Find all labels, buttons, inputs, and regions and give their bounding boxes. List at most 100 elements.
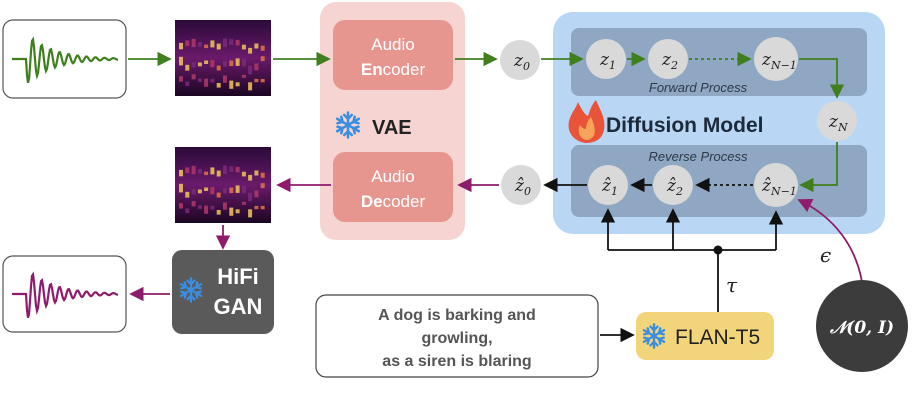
- spectrogram-streak: [179, 183, 183, 193]
- spectrogram-streak: [229, 80, 234, 89]
- audio-decoder-box: [333, 152, 453, 222]
- spectrogram-streak: [254, 190, 259, 198]
- noise-label: 𝒩(0, I): [829, 318, 894, 338]
- output-waveform: [12, 271, 119, 319]
- spectrogram-streak: [254, 205, 259, 210]
- input-spectrogram: [175, 20, 271, 96]
- node-z1-label: z1: [599, 50, 616, 72]
- spectrogram-streak: [191, 189, 196, 195]
- spectrogram-streak: [197, 62, 202, 67]
- spectrogram-streak: [216, 65, 221, 71]
- spectrogram-streak: [204, 205, 209, 214]
- spectrogram-streak: [260, 56, 265, 62]
- diffusion-model-label: Diffusion Model: [606, 114, 763, 137]
- node-hat-z2: [653, 165, 693, 205]
- tau-junction-dot: [713, 245, 723, 255]
- audio-encoder-line1: Audio: [371, 35, 414, 54]
- spectrogram-streak: [185, 40, 190, 47]
- spectrogram-streak: [223, 61, 227, 67]
- spectrogram-streak: [197, 78, 202, 82]
- text-prompt-line3: as a siren is blaring: [382, 353, 531, 370]
- output-spectrogram: [175, 147, 271, 223]
- node-hat-z0: [501, 165, 541, 205]
- spectrogram-streak: [254, 78, 259, 83]
- spectrogram-streak: [241, 44, 246, 50]
- node-hat-z0-label: ẑ0: [514, 176, 531, 198]
- spectrogram-streak: [216, 192, 221, 198]
- spectrogram-streak: [241, 74, 246, 78]
- node-zN-label: zN: [828, 112, 848, 134]
- spectrogram-streak: [248, 82, 253, 91]
- reverse-process-label: Reverse Process: [649, 149, 748, 164]
- spectrogram-streak: [216, 170, 221, 177]
- spectrogram-streak: [197, 42, 202, 47]
- node-zN-1-label: zN−1: [761, 50, 797, 72]
- audio-decoder-line1: Audio: [371, 167, 414, 186]
- spectrogram-streak: [260, 172, 265, 178]
- text-prompt-line1: A dog is barking and: [378, 307, 536, 324]
- spectrogram-streak: [210, 187, 215, 195]
- forward-process-panel: [571, 28, 867, 96]
- spectrogram-streak: [235, 185, 240, 193]
- spectrogram-streak: [204, 60, 209, 64]
- spectrogram-streak: [254, 43, 259, 49]
- spectrogram-streak: [216, 210, 221, 215]
- spectrogram-streak: [241, 171, 246, 177]
- spectrogram-streak: [210, 60, 215, 68]
- spectrogram-streak: [204, 44, 209, 49]
- spectrogram-streak: [185, 191, 190, 198]
- spectrogram-streak: [248, 47, 253, 54]
- spectrogram-streak: [223, 202, 227, 210]
- flame-icon: [568, 100, 605, 143]
- node-z1: [586, 39, 626, 79]
- spectrogram-streak: [191, 74, 196, 80]
- spectrogram-streak: [191, 165, 196, 175]
- spectrogram-streak: [223, 165, 227, 175]
- spectrogram-streak: [248, 65, 253, 75]
- spectrogram-streak: [260, 183, 265, 189]
- spectrogram-streak: [210, 167, 215, 175]
- flan-t5-box: [636, 312, 774, 360]
- spectrogram-streak: [191, 62, 196, 68]
- spectrogram-streak: [216, 43, 221, 50]
- arrow-zN-1-to-zN: [799, 58, 845, 99]
- hifigan-line2: GAN: [214, 294, 263, 319]
- reverse-process-panel: [571, 145, 867, 217]
- spectrogram-streak: [248, 192, 253, 202]
- spectrogram-streak: [260, 45, 265, 51]
- spectrogram-streak: [179, 42, 183, 50]
- flan-t5-label: FLAN-T5: [675, 326, 760, 349]
- spectrogram-streak: [185, 81, 190, 86]
- spectrogram-streak: [229, 39, 234, 45]
- audio-encoder-box: [333, 20, 453, 90]
- spectrogram-streak: [229, 207, 234, 216]
- text-prompt-line2: growling,: [421, 330, 492, 347]
- spectrogram-streak: [179, 203, 183, 209]
- spectrogram-streak: [260, 205, 265, 210]
- node-hat-z1: [588, 165, 628, 205]
- hifigan-box: [172, 250, 274, 334]
- node-hat-zN-1-label: ẑN−1: [761, 176, 797, 198]
- node-z2: [648, 39, 688, 79]
- spectrogram-streak: [248, 174, 253, 181]
- node-zN-1: [754, 37, 798, 81]
- spectrogram-streak: [191, 201, 196, 207]
- spectrogram-streak: [204, 171, 209, 176]
- spectrogram-streak: [241, 201, 246, 205]
- vae-label: VAE: [372, 117, 412, 139]
- spectrogram-streak: [185, 167, 190, 174]
- spectrogram-streak: [229, 60, 234, 67]
- spectrogram-streak: [210, 40, 215, 48]
- node-hat-zN-1: [754, 163, 798, 207]
- spectrogram-streak: [223, 75, 227, 83]
- input-waveform: [12, 36, 119, 84]
- spectrogram-streak: [254, 63, 259, 71]
- spectrogram-streak: [204, 78, 209, 87]
- node-hat-z2-label: ẑ2: [666, 176, 683, 198]
- spectrogram-streak: [210, 205, 215, 210]
- tau-symbol: τ: [726, 273, 738, 297]
- hifigan-line1: HiFi: [217, 264, 259, 289]
- spectrogram-streak: [235, 82, 240, 87]
- node-z0-label: z0: [513, 51, 530, 73]
